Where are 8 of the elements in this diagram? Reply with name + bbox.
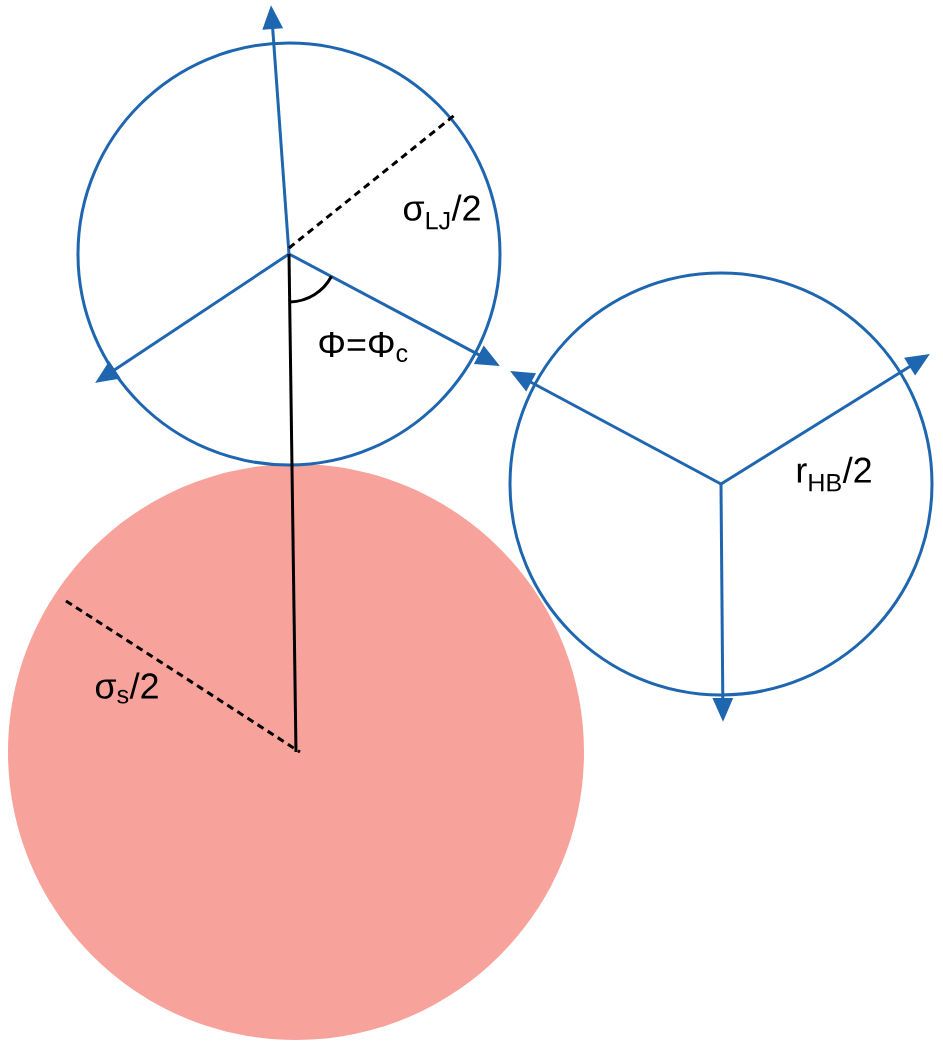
math-label: r$_{HB}$/2	[797, 456, 871, 492]
center-line	[287, 253, 298, 752]
math-label: σ$_{s}$/2	[95, 672, 158, 704]
particle-circle	[76, 41, 502, 467]
math-label: Φ=Φ$_{c}$	[319, 331, 408, 363]
math-label: σ$_{LJ}$/2	[403, 194, 480, 230]
particle-circle	[8, 464, 584, 1040]
particle-circle	[508, 271, 934, 697]
